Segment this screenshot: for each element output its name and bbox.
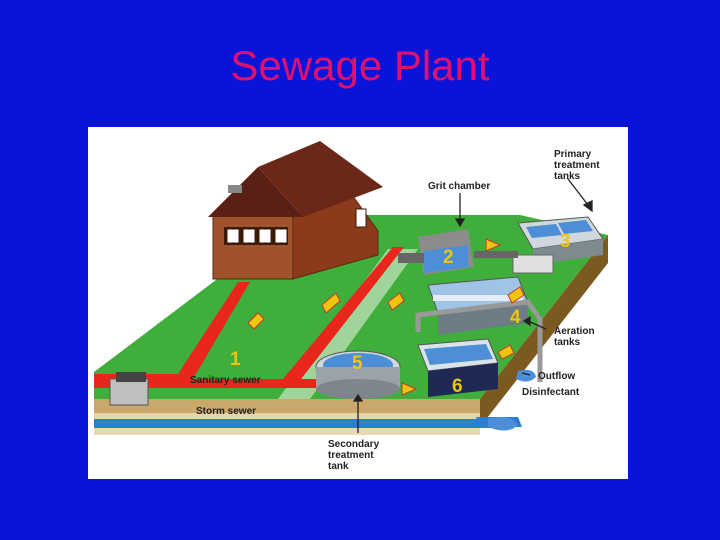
diagram-panel: 1 2 3 4 5 6 Grit chamber Primary treatme… — [88, 127, 628, 479]
storm-drain-grate — [116, 372, 146, 382]
flow-arrow-3 — [387, 292, 405, 311]
soil-strata-1 — [94, 413, 480, 421]
soil-strata-2 — [94, 427, 480, 435]
storm-sewer-pipe — [94, 419, 498, 428]
label-primary-2: treatment — [554, 160, 600, 171]
step-number-6: 6 — [452, 376, 463, 397]
storm-drain-box — [109, 378, 149, 406]
label-aeration-2: tanks — [554, 337, 581, 348]
outflow-splash — [516, 369, 536, 382]
flow-arrow-7 — [497, 344, 515, 360]
flow-arrow-6 — [401, 382, 418, 396]
aeration-ring-pipe — [415, 299, 543, 382]
grit-chamber — [398, 229, 474, 275]
label-secondary-1: Secondary — [328, 439, 380, 450]
grit-to-primary-pipe — [474, 251, 518, 258]
label-aeration-1: Aeration — [554, 326, 595, 337]
step-number-4: 4 — [510, 307, 521, 328]
step-number-3: 3 — [560, 231, 571, 252]
flow-arrow-2 — [321, 292, 341, 314]
secondary-treatment-tank — [315, 350, 401, 399]
step-number-2: 2 — [443, 247, 454, 268]
flow-arrow-1 — [247, 312, 265, 330]
ground-soil-side — [480, 235, 608, 427]
label-disinfectant: Disinfectant — [522, 387, 580, 398]
storm-outflow-splash — [488, 417, 518, 431]
leader-lines — [352, 178, 593, 433]
sanitary-sewer-main — [94, 379, 394, 388]
step-number-1: 1 — [230, 349, 241, 370]
primary-treatment-tanks — [512, 216, 604, 274]
slide-title: Sewage Plant — [230, 42, 490, 89]
flow-arrows — [247, 238, 525, 396]
house — [208, 141, 383, 280]
label-sanitary-sewer: Sanitary sewer — [190, 375, 261, 386]
label-primary-1: Primary — [554, 149, 592, 160]
step-number-5: 5 — [352, 353, 363, 374]
disinfection-tank — [417, 338, 499, 397]
label-secondary-2: treatment — [328, 450, 374, 461]
sanitary-sewer-riser — [283, 247, 404, 388]
sanitary-sewer-pipe — [94, 282, 250, 384]
label-primary-3: tanks — [554, 171, 581, 182]
label-storm-sewer: Storm sewer — [196, 406, 256, 417]
label-outflow: Outflow — [538, 371, 575, 382]
flow-arrow-4 — [485, 238, 502, 252]
label-secondary-3: tank — [328, 461, 349, 472]
label-grit-chamber: Grit chamber — [428, 181, 490, 192]
sewage-plant-diagram: 1 2 3 4 5 6 Grit chamber Primary treatme… — [94, 141, 608, 472]
flow-arrow-5 — [507, 286, 525, 304]
